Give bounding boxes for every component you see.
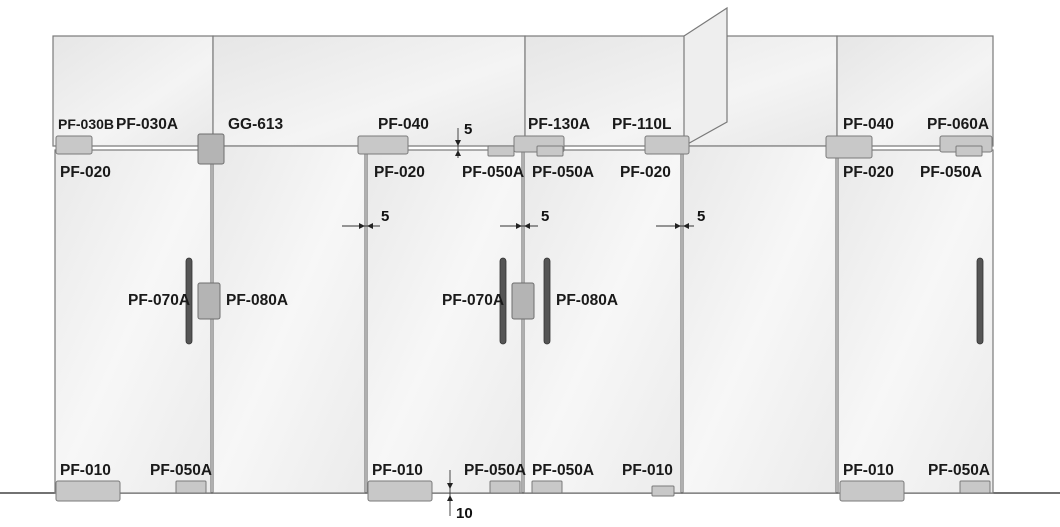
- pull-handle-3: [543, 257, 551, 345]
- label-pf060a: PF-060A: [927, 116, 989, 133]
- fitting-pf050a-bot-2: [489, 480, 521, 494]
- dimension-markers: [342, 128, 694, 516]
- lower-glass-row: [54, 145, 994, 494]
- fitting-pf050a-top-3: [955, 145, 983, 157]
- fitting-gg613: [197, 133, 225, 165]
- dimension-labels: 5 5 5 5 10: [381, 121, 705, 522]
- label-pf070a-1: PF-070A: [128, 292, 190, 309]
- transom-panel-2: [212, 35, 526, 147]
- fitting-pf050a-top-2: [536, 145, 564, 157]
- label-pf070a-2: PF-070A: [442, 292, 504, 309]
- label-pf020-2: PF-020: [374, 164, 425, 181]
- lock-pf080a-1: [197, 282, 221, 320]
- dim-label-floor: 10: [456, 505, 473, 522]
- door-panel-1: [54, 149, 212, 494]
- fitting-pf010-4: [839, 480, 905, 502]
- part-labels: PF-030B PF-030A GG-613 PF-040 PF-130A PF…: [58, 116, 990, 479]
- fitting-pf010-3: [651, 485, 675, 497]
- label-pf010-2: PF-010: [372, 462, 423, 479]
- dim-side-arrow-3a: [675, 223, 681, 229]
- fitting-pf050a-bot-3: [531, 480, 563, 494]
- label-pf030b: PF-030B: [58, 116, 114, 132]
- label-pf040-right: PF-040: [843, 116, 894, 133]
- label-pf110l: PF-110L: [612, 116, 671, 133]
- dim-side-arrow-3b: [683, 223, 689, 229]
- dim-side-arrow-2a: [516, 223, 522, 229]
- dim-label-side-1: 5: [381, 208, 389, 225]
- fitting-pf010-1: [55, 480, 121, 502]
- transom-row: [52, 35, 994, 147]
- fitting-pf040-left: [357, 135, 409, 155]
- door-panel-2: [366, 149, 523, 494]
- pull-handle-1: [185, 257, 193, 345]
- label-pf050a-bot-2: PF-050A: [464, 462, 526, 479]
- label-pf050a-bot-1: PF-050A: [150, 462, 212, 479]
- dim-floor-arrow-down: [447, 483, 453, 489]
- fitting-pf050a-bot-4: [959, 480, 991, 494]
- fitting-pf050a-top-1: [487, 145, 515, 157]
- dim-side-arrow-2b: [524, 223, 530, 229]
- top-fittings: [55, 133, 993, 165]
- dim-side-arrow-1b: [367, 223, 373, 229]
- label-pf080a-1: PF-080A: [226, 292, 288, 309]
- label-pf050a-bot-4: PF-050A: [928, 462, 990, 479]
- label-pf020-1: PF-020: [60, 164, 111, 181]
- label-pf010-3: PF-010: [622, 462, 673, 479]
- dim-label-side-2: 5: [541, 208, 549, 225]
- fixed-panel-1: [212, 145, 366, 494]
- label-pf080a-2: PF-080A: [556, 292, 618, 309]
- label-pf050a-top-2: PF-050A: [532, 164, 594, 181]
- open-transom-flap: [683, 6, 728, 148]
- door-panel-4: [837, 149, 994, 494]
- dim-label-side-3: 5: [697, 208, 705, 225]
- dim-top-arrow-up: [455, 150, 461, 156]
- label-pf030a: PF-030A: [116, 116, 178, 133]
- label-pf020-4: PF-020: [843, 164, 894, 181]
- fitting-pf010-2: [367, 480, 433, 502]
- dim-label-top: 5: [464, 121, 472, 138]
- label-gg613: GG-613: [228, 116, 284, 133]
- lock-pf080a-2: [511, 282, 535, 320]
- fitting-pf030b: [55, 135, 93, 155]
- label-pf050a-top-3: PF-050A: [920, 164, 982, 181]
- dim-top-arrow-down: [455, 140, 461, 146]
- dim-side-arrow-1a: [359, 223, 365, 229]
- fitting-pf040-right: [825, 135, 873, 159]
- label-pf040-left: PF-040: [378, 116, 429, 133]
- label-pf020-3: PF-020: [620, 164, 671, 181]
- transom-panel-4: [836, 35, 994, 147]
- label-pf010-4: PF-010: [843, 462, 894, 479]
- fitting-pf110l: [644, 135, 690, 155]
- fitting-pf050a-bot-1: [175, 480, 207, 494]
- dim-floor-arrow-up: [447, 495, 453, 501]
- fixed-panel-2: [682, 145, 837, 494]
- label-pf130a: PF-130A: [528, 116, 590, 133]
- label-pf050a-top-1: PF-050A: [462, 164, 524, 181]
- pull-handle-2: [499, 257, 507, 345]
- label-pf010-1: PF-010: [60, 462, 111, 479]
- pull-handle-4: [976, 257, 984, 345]
- handles: [185, 257, 984, 345]
- label-pf050a-bot-3: PF-050A: [532, 462, 594, 479]
- bottom-fittings: [55, 480, 991, 502]
